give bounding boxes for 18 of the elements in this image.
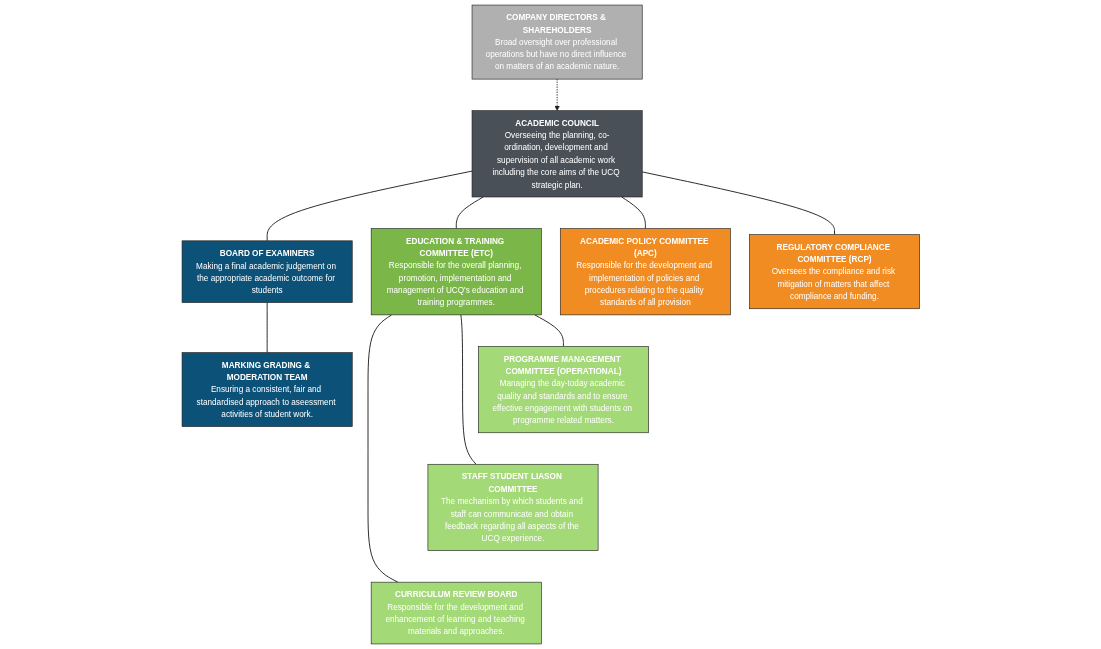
node-box: ACADEMIC COUNCIL Overseeing the planning, co-ordination, development and supervision of all academic work including the core aims of the UCQ strategic plan. xyxy=(471,110,643,198)
connector xyxy=(266,170,473,242)
node-box: STAFF STUDENT LIASON COMMITTEE The mechanism by which students and staff can communicate and obtain feedback regarding all aspects of the UCQ experience. xyxy=(427,463,599,551)
connector xyxy=(641,171,835,236)
node-box: COMPANY DIRECTORS & SHAREHOLDERS Broad oversight over professional operations but have no direct influence on matters of an academic nature. xyxy=(471,4,643,80)
connector xyxy=(533,314,564,347)
connector xyxy=(367,314,398,583)
connector xyxy=(266,302,268,353)
node-box: EDUCATION & TRAINING COMMITTEE (ETC) Responsible for the overall planning, promotion, implementation and management of UCQ's education and training programmes. xyxy=(370,228,542,316)
node-box: REGULATORY COMPLIANCE COMMITTEE (RCP) Oversees the compliance and risk mitigation of matters that affect compliance and funding. xyxy=(748,234,920,310)
node-box: CURRICULUM REVIEW BOARD Responsible for the development and enhancement of learning and teaching materials and approaches. xyxy=(370,581,542,645)
node-box: MARKING GRADING & MODERATION TEAM Ensuring a consistent, fair and standardised approach to aseessment activities of student work. xyxy=(181,352,353,427)
connector xyxy=(621,196,646,229)
node-box: PROGRAMME MANAGEMENT COMMITTEE (OPERATIONAL) Managing the day-today academic quality and standards and to ensure effective engagement with students on programme related matters. xyxy=(477,346,649,434)
connector xyxy=(460,314,477,465)
connector xyxy=(455,196,484,229)
node-box: BOARD OF EXAMINERS Making a final academic judgement on the appropriate academic outcome for students xyxy=(181,240,353,303)
node-box: ACADEMIC POLICY COMMITTEE (APC) Responsible for the development and implementation of policies and procedures relating to the quality standards of all provision xyxy=(559,228,731,316)
